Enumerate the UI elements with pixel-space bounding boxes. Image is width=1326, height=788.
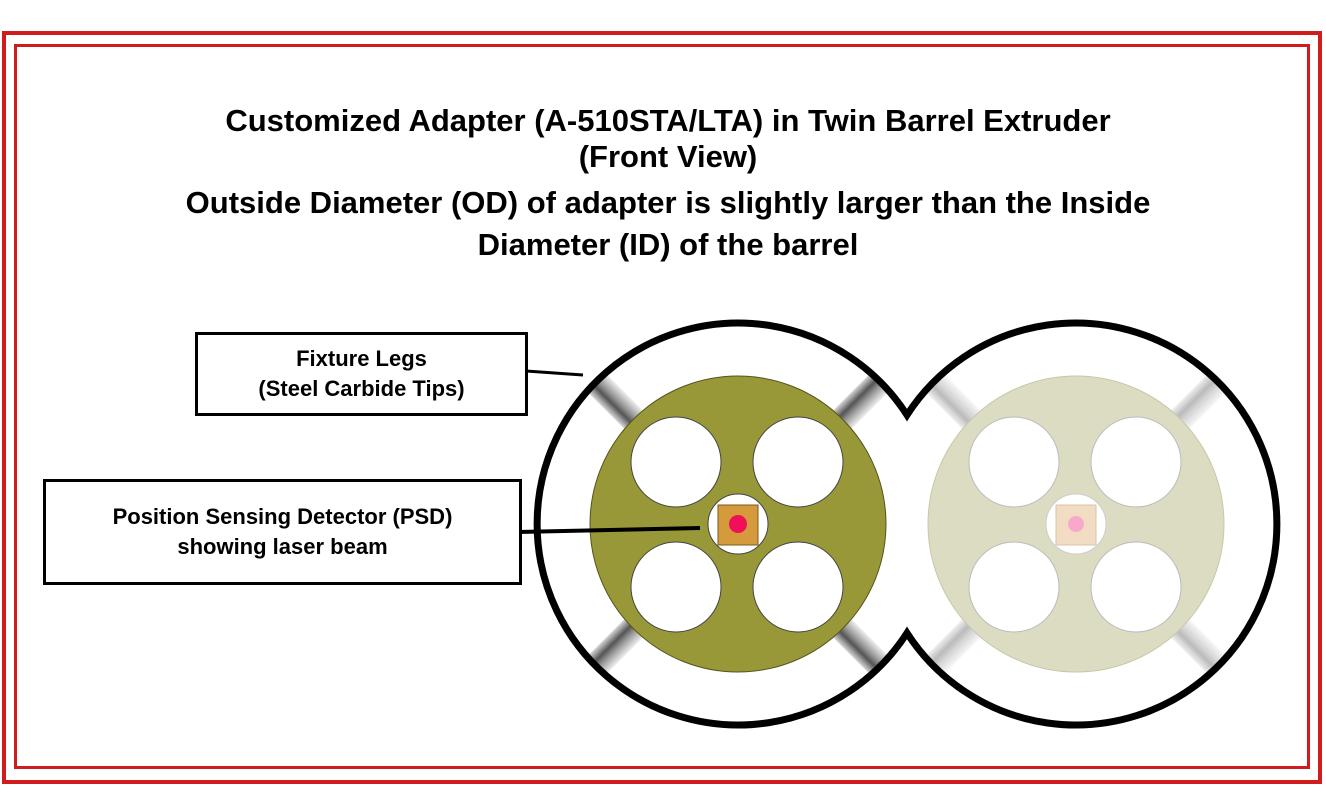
- legs-leader-line: [525, 369, 584, 377]
- laser-beam-spot: [729, 515, 747, 533]
- adapter-hole: [968, 416, 1060, 508]
- adapter-hole: [752, 541, 844, 633]
- fixture-legs-label-line-1: Fixture Legs: [296, 346, 427, 371]
- diagram-title: Customized Adapter (A-510STA/LTA) in Twi…: [60, 100, 1276, 266]
- title-line-2: (Front View): [578, 139, 758, 174]
- psd-label: Position Sensing Detector (PSD) showing …: [43, 479, 522, 585]
- laser-beam-spot: [1068, 516, 1084, 532]
- fixture-legs-label-line-2: (Steel Carbide Tips): [258, 376, 465, 401]
- twin-barrel-outline: [533, 319, 1281, 729]
- adapter-hole: [1090, 541, 1182, 633]
- adapter-hole: [1090, 416, 1182, 508]
- fixture-legs-label: Fixture Legs (Steel Carbide Tips): [195, 332, 528, 416]
- adapter-hole: [630, 541, 722, 633]
- title-line-1: Customized Adapter (A-510STA/LTA) in Twi…: [225, 103, 1111, 138]
- adapter-left: [589, 375, 887, 673]
- psd-label-line-1: Position Sensing Detector (PSD): [112, 504, 453, 529]
- psd-label-line-2: showing laser beam: [177, 534, 388, 559]
- psd-leader-line: [517, 526, 701, 534]
- title-line-4: Diameter (ID) of the barrel: [477, 227, 859, 262]
- title-line-3: Outside Diameter (OD) of adapter is slig…: [185, 185, 1151, 220]
- adapter-hole: [752, 416, 844, 508]
- adapter-right: [927, 375, 1225, 673]
- adapter-hole: [630, 416, 722, 508]
- adapter-hole: [968, 541, 1060, 633]
- inner-frame-border: [14, 44, 1310, 769]
- outer-frame-border: [2, 31, 1322, 784]
